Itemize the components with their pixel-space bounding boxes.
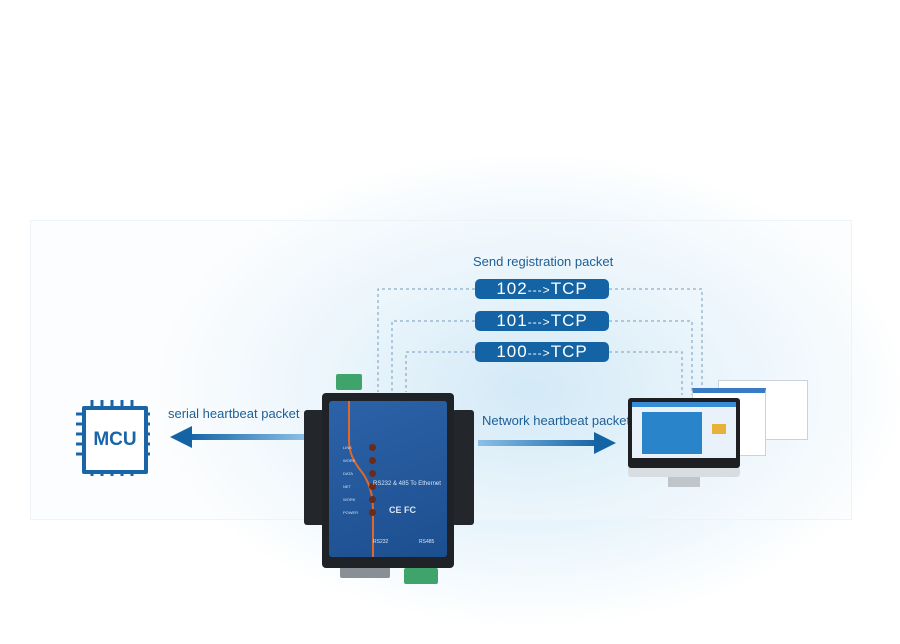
led-label: LINK [343,445,352,450]
mounting-ear-left [304,410,326,525]
packet-protocol: TCP [550,311,588,330]
terminal-block-top [336,374,362,390]
network-arrow [478,432,616,454]
packet-protocol: TCP [550,279,588,298]
diagram-title: Send registration packet [473,254,614,269]
monitor-stand [668,477,700,487]
dashed-line-102 [377,288,703,395]
dashed-line-101 [391,320,693,395]
serial-heartbeat-label: serial heartbeat packet [168,406,300,421]
dashed-line-100 [405,351,683,395]
device-model-text: RS232 & 485 To Ethernet [373,481,441,487]
packet-protocol: TCP [550,342,588,361]
packet-id: 100 [496,342,528,361]
db9-connector [340,566,390,578]
packet-pill-102: 102--->TCP [475,279,609,299]
packet-pill-100: 100--->TCP [475,342,609,362]
monitor-chin [628,468,740,477]
mounting-ear-right [452,410,474,525]
certification-marks: CE FC [389,505,416,515]
terminal-block-bottom [404,568,438,584]
port-label-rs485: RS485 [419,539,435,545]
packet-arrow: ---> [527,283,551,297]
serial-arrow [170,426,306,448]
led-label: WORK [343,497,356,502]
packet-id: 102 [496,279,528,298]
led-label: WORK [343,458,356,463]
led-label: DATA [343,471,354,476]
packet-arrow: ---> [527,315,551,329]
packet-id: 101 [496,311,528,330]
packet-arrow: ---> [527,346,551,360]
monitor-screen [628,398,740,468]
packet-pill-101: 101--->TCP [475,311,609,331]
port-label-rs232: RS232 [373,539,389,545]
led-label: NET [343,484,351,489]
mcu-chip-icon: MCU [82,406,148,474]
led-label: POWER [343,510,359,515]
mcu-label: MCU [93,429,137,450]
network-heartbeat-label: Network heartbeat packet [482,413,631,428]
